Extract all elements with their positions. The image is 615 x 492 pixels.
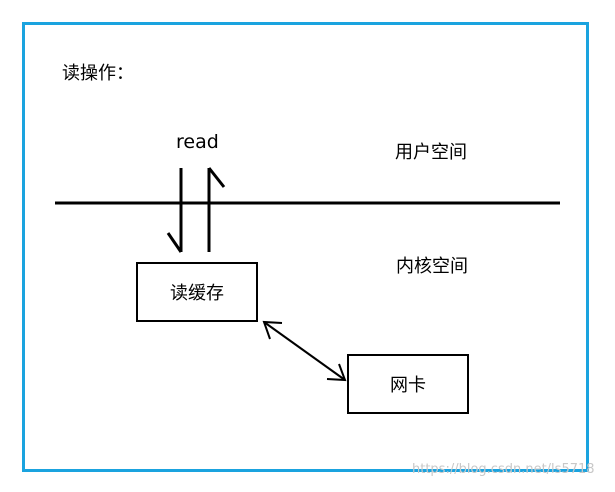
- diagram-title: 读操作：: [62, 63, 134, 84]
- diagram-frame: [22, 22, 589, 472]
- read-cache-label: 读缓存: [170, 283, 224, 304]
- read-cache-box: 读缓存: [136, 262, 258, 322]
- read-label: read: [176, 131, 219, 153]
- nic-label: 网卡: [390, 375, 426, 396]
- watermark-text: https://blog.csdn.net/ls5718: [412, 462, 595, 477]
- kernel-space-label: 内核空间: [396, 256, 468, 277]
- down-arrow: [166, 168, 183, 253]
- bidirectional-arrow: [262, 320, 347, 382]
- nic-box: 网卡: [347, 354, 469, 414]
- user-space-label: 用户空间: [395, 142, 467, 163]
- up-arrow: [207, 167, 226, 252]
